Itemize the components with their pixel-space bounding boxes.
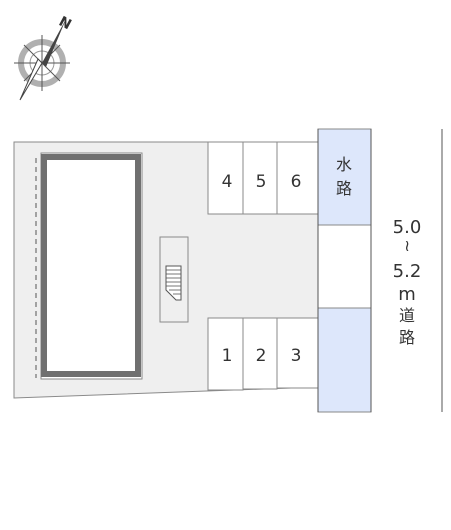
north-label: N <box>56 14 74 34</box>
parking-number: 2 <box>256 346 267 366</box>
parking-space <box>276 141 319 215</box>
building <box>35 152 143 380</box>
road-label: 路 <box>399 328 415 347</box>
parking-space <box>207 317 244 391</box>
parking-space <box>207 141 244 215</box>
parking-number: 1 <box>222 346 233 366</box>
road-width-separator: ~ <box>398 239 417 252</box>
compass-rose-icon <box>14 19 70 101</box>
waterway-label: 水 <box>336 155 352 174</box>
parking-space <box>276 317 319 389</box>
road-width-max: 5.2 <box>393 261 422 282</box>
waterway-label: 路 <box>336 179 352 198</box>
road-label: 道 <box>399 306 415 325</box>
road: 5.0 ~ 5.2 m 道 路 <box>393 129 443 412</box>
parking-row-top: 4 5 6 <box>207 141 319 215</box>
compass: N <box>14 14 74 101</box>
parking-space <box>242 141 278 215</box>
parking-number: 3 <box>291 346 302 366</box>
stairs-icon <box>165 265 182 301</box>
parking-space <box>242 317 278 390</box>
waterway: 水 路 <box>317 128 372 413</box>
parking-number: 6 <box>291 172 302 192</box>
parking-number: 4 <box>222 172 233 192</box>
road-width-unit: m <box>398 284 416 305</box>
parking-row-bottom: 1 2 3 <box>207 317 319 391</box>
parking-number: 5 <box>256 172 267 192</box>
road-width-min: 5.0 <box>393 217 422 238</box>
